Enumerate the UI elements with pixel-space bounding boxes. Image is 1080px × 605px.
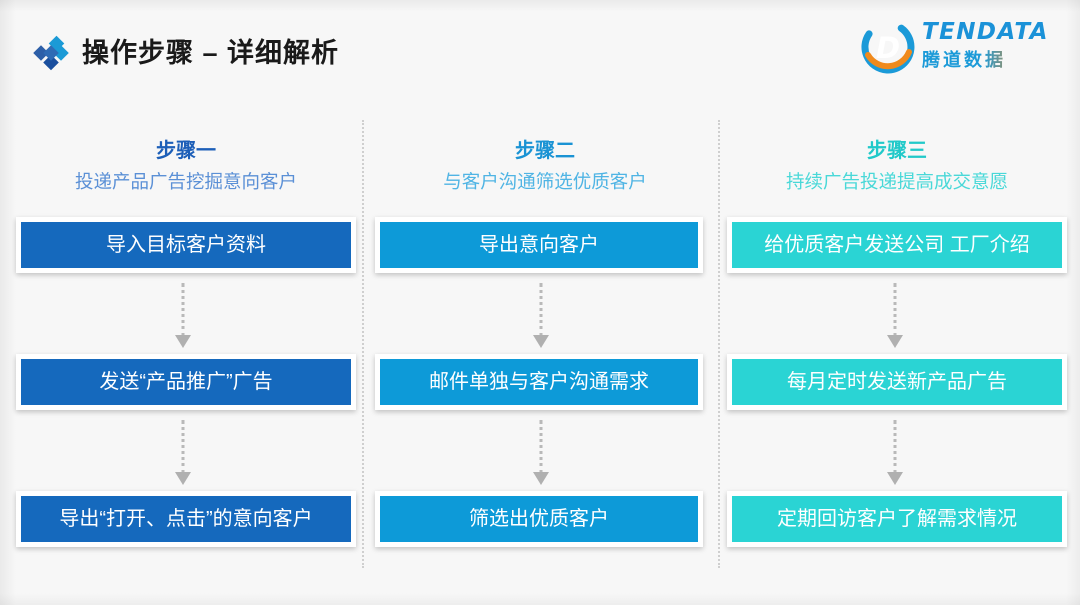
column-divider-2	[718, 120, 720, 568]
step-box[interactable]: 定期回访客户了解需求情况	[727, 491, 1067, 547]
arrow-line	[893, 283, 897, 337]
diamond-cluster-icon	[31, 33, 71, 73]
tendata-circle-d-icon: D	[860, 19, 916, 75]
step-box[interactable]: 发送“产品推广”广告	[16, 354, 356, 410]
arrow-connector	[375, 273, 715, 354]
slide-header: 操作步骤 – 详细解析 D TENDATA 腾道数据	[0, 0, 1080, 100]
step-box[interactable]: 导出意向客户	[375, 217, 703, 273]
logo-name-cn: 腾道数据	[922, 48, 1056, 72]
arrow-head-icon	[533, 472, 549, 485]
arrow-connector	[375, 410, 715, 491]
step-box-list-3: 给优质客户发送公司 工厂介绍 每月定时发送新产品广告 定期回访客户了解需求情况	[727, 217, 1067, 547]
column-divider-1	[362, 120, 364, 568]
arrow-line	[181, 283, 185, 337]
logo-name-en: TENDATA	[922, 19, 1049, 45]
arrow-head-icon	[175, 472, 191, 485]
arrow-connector	[16, 410, 356, 491]
step-column-2: 步骤二 与客户沟通筛选优质客户 导出意向客户 邮件单独与客户沟通需求 筛选出优质…	[375, 138, 715, 547]
step-label-1: 步骤一	[156, 140, 216, 162]
step-box[interactable]: 邮件单独与客户沟通需求	[375, 354, 703, 410]
brand-logo: D TENDATA 腾道数据	[860, 16, 1056, 78]
arrow-head-icon	[887, 335, 903, 348]
arrow-head-icon	[533, 335, 549, 348]
step-box[interactable]: 给优质客户发送公司 工厂介绍	[727, 217, 1067, 273]
arrow-head-icon	[175, 335, 191, 348]
arrow-connector	[727, 410, 1067, 491]
logo-wordmark: TENDATA 腾道数据	[922, 20, 1056, 72]
arrow-line	[893, 420, 897, 474]
step-box[interactable]: 每月定时发送新产品广告	[727, 354, 1067, 410]
step-subtitle-2: 与客户沟通筛选优质客户	[443, 171, 647, 192]
arrow-connector	[727, 273, 1067, 354]
step-box[interactable]: 导出“打开、点击”的意向客户	[16, 491, 356, 547]
step-column-1: 步骤一 投递产品广告挖掘意向客户 导入目标客户资料 发送“产品推广”广告 导出“…	[16, 138, 356, 547]
step-box-list-2: 导出意向客户 邮件单独与客户沟通需求 筛选出优质客户	[375, 217, 715, 547]
arrow-head-icon	[887, 472, 903, 485]
step-column-3: 步骤三 持续广告投递提高成交意愿 给优质客户发送公司 工厂介绍 每月定时发送新产…	[727, 138, 1067, 547]
arrow-line	[539, 283, 543, 337]
step-box[interactable]: 筛选出优质客户	[375, 491, 703, 547]
step-box[interactable]: 导入目标客户资料	[16, 217, 356, 273]
step-label-2: 步骤二	[515, 140, 575, 162]
arrow-connector	[16, 273, 356, 354]
step-subtitle-3: 持续广告投递提高成交意愿	[785, 171, 1008, 192]
step-subtitle-1: 投递产品广告挖掘意向客户	[74, 171, 297, 192]
svg-text:D: D	[876, 31, 900, 65]
arrow-line	[539, 420, 543, 474]
arrow-line	[181, 420, 185, 474]
step-label-3: 步骤三	[867, 140, 927, 162]
step-box-list-1: 导入目标客户资料 发送“产品推广”广告 导出“打开、点击”的意向客户	[16, 217, 356, 547]
page-title: 操作步骤 – 详细解析	[82, 38, 340, 68]
